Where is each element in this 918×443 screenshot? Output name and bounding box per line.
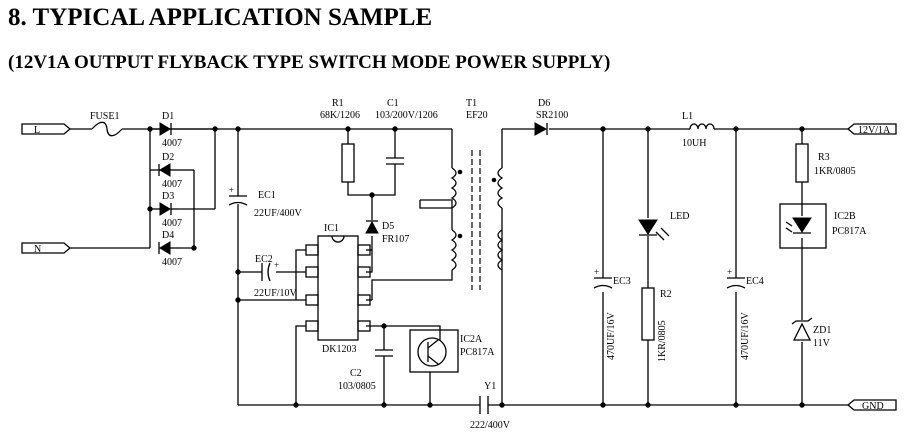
terminal-l: L (21, 123, 72, 136)
resistor-r1: R1 68K/1206 (320, 98, 360, 183)
capacitor-ec1-value: 22UF/400V (254, 208, 303, 219)
resistor-r2-ref: R2 (660, 289, 672, 300)
ic1-chip: IC1 DK1203 (305, 223, 371, 355)
diode-d6: D6 SR2100 (534, 98, 568, 136)
diode-d4: D4 4007 (158, 230, 182, 268)
diode-d1: D1 4007 (150, 111, 215, 149)
diode-d1-value: 4007 (162, 138, 182, 149)
capacitor-y1: Y1 222/400V (470, 381, 511, 431)
resistor-r2: R2 1KR/0805 (641, 287, 672, 362)
capacitor-ec3-value: 470UF/16V (606, 311, 617, 360)
terminal-gnd-label: GND (862, 401, 884, 412)
fuse1-ref: FUSE1 (90, 111, 119, 122)
terminal-12v: 12V/1A (846, 123, 897, 136)
resistor-r3-value: 1KR/0805 (814, 166, 856, 177)
terminal-l-label: L (34, 125, 40, 136)
diode-d3: D3 4007 (159, 191, 182, 229)
fuse1: FUSE1 (90, 111, 123, 137)
diode-d5: D5 FR107 (365, 220, 409, 245)
resistor-r2-value: 1KR/0805 (657, 320, 668, 362)
diode-d4-ref: D4 (162, 230, 174, 241)
transformer-t1: T1 EF20 (450, 98, 504, 290)
capacitor-c1-value: 103/200V/1206 (375, 110, 438, 121)
capacitor-c2-value: 103/0805 (338, 381, 376, 392)
svg-text:+: + (229, 185, 234, 195)
optocoupler-ic2b-ref: IC2B (834, 211, 856, 222)
capacitor-y1-ref: Y1 (484, 381, 496, 392)
resistor-r3: R3 1KR/0805 (795, 143, 856, 183)
capacitor-ec4-value: 470UF/16V (740, 311, 751, 360)
capacitor-c1-ref: C1 (387, 98, 399, 109)
capacitor-ec2: + EC2 22UF/10V (254, 254, 298, 299)
ic1-ref: IC1 (324, 223, 339, 234)
diode-d6-value: SR2100 (536, 110, 568, 121)
zener-zd1: ZD1 11V (791, 317, 831, 349)
capacitor-c2: C2 103/0805 (338, 349, 393, 392)
transformer-t1-value: EF20 (466, 110, 488, 121)
svg-text:+: + (594, 267, 599, 277)
capacitor-ec4: + EC4 470UF/16V (726, 267, 764, 360)
diode-d2: D2 4007 (158, 152, 182, 190)
svg-text:+: + (727, 267, 732, 277)
junction-dots (147, 126, 805, 408)
diode-d4-value: 4007 (162, 257, 182, 268)
optocoupler-ic2a-ref: IC2A (460, 334, 483, 345)
optocoupler-ic2b: IC2B PC817A (779, 203, 867, 249)
page-subtitle: (12V1A OUTPUT FLYBACK TYPE SWITCH MODE P… (8, 52, 611, 73)
capacitor-ec2-value: 22UF/10V (254, 288, 298, 299)
ic1-value: DK1203 (322, 344, 356, 355)
resistor-r3-ref: R3 (818, 152, 830, 163)
capacitor-ec3-ref: EC3 (613, 276, 631, 287)
resistor-r1-value: 68K/1206 (320, 110, 360, 121)
optocoupler-ic2a-value: PC817A (460, 347, 495, 358)
terminal-n: N (21, 242, 72, 255)
diode-d3-ref: D3 (162, 191, 174, 202)
diode-d2-ref: D2 (162, 152, 174, 163)
capacitor-ec3: + EC3 470UF/16V (593, 267, 631, 360)
inductor-l1: L1 10UH (682, 111, 715, 149)
diode-d5-ref: D5 (382, 221, 394, 232)
capacitor-ec1-ref: EC1 (258, 190, 276, 201)
diode-d6-ref: D6 (538, 98, 550, 109)
capacitor-c2-ref: C2 (350, 368, 362, 379)
terminal-12v-label: 12V/1A (858, 125, 891, 136)
terminal-gnd: GND (846, 399, 897, 412)
led-indicator: LED (638, 211, 689, 241)
optocoupler-ic2b-value: PC817A (832, 226, 867, 237)
transformer-t1-ref: T1 (466, 98, 477, 109)
page-title: 8. TYPICAL APPLICATION SAMPLE (8, 4, 433, 31)
diode-d3-value: 4007 (162, 218, 182, 229)
resistor-r1-ref: R1 (332, 98, 344, 109)
capacitor-ec4-ref: EC4 (746, 276, 764, 287)
capacitor-c1: C1 103/200V/1206 (375, 98, 438, 170)
capacitor-ec2-ref: EC2 (255, 254, 273, 265)
diode-d1-ref: D1 (162, 111, 174, 122)
svg-text:+: + (274, 260, 279, 270)
diode-d5-value: FR107 (382, 234, 409, 245)
inductor-l1-value: 10UH (682, 138, 706, 149)
capacitor-ec1: + EC1 22UF/400V (228, 185, 303, 219)
diode-d2-value: 4007 (162, 179, 182, 190)
led-ref: LED (670, 211, 689, 222)
inductor-l1-ref: L1 (682, 111, 693, 122)
capacitor-y1-value: 222/400V (470, 420, 511, 431)
zener-zd1-ref: ZD1 (813, 325, 831, 336)
terminal-n-label: N (34, 244, 41, 255)
optocoupler-ic2a: IC2A PC817A (409, 329, 495, 373)
zener-zd1-value: 11V (813, 338, 831, 349)
